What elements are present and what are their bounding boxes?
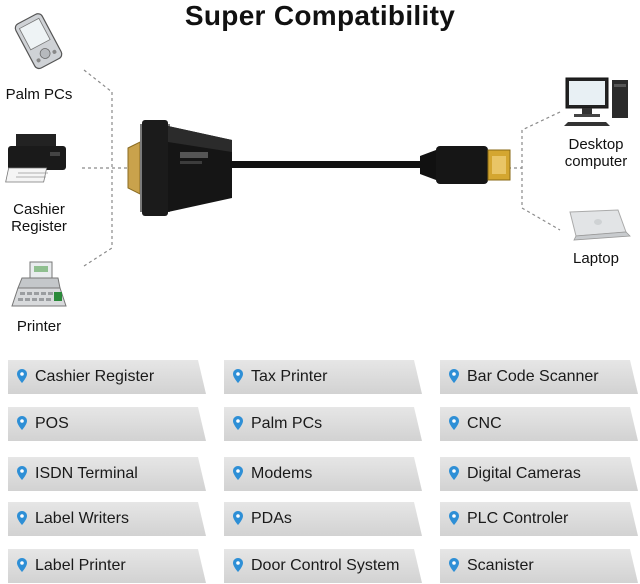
db9-connector bbox=[127, 120, 232, 216]
compat-item-label: Modems bbox=[251, 465, 313, 482]
device-label-palm-pcs: Palm PCs bbox=[5, 86, 73, 103]
compat-item-label: PDAs bbox=[251, 510, 292, 527]
compat-item: PDAs bbox=[224, 502, 422, 536]
device-label-printer: Printer bbox=[16, 318, 62, 335]
compat-item: Label Printer bbox=[8, 549, 206, 583]
compat-item: Modems bbox=[224, 457, 422, 491]
pda-icon bbox=[10, 12, 68, 72]
device-label-cashier-register: Cashier Register bbox=[11, 201, 67, 235]
compat-item-label: PLC Controler bbox=[467, 510, 569, 527]
location-pin-icon bbox=[17, 369, 27, 383]
compat-item-label: Label Printer bbox=[35, 557, 126, 574]
device-label-desktop-computer: Desktop computer bbox=[564, 136, 628, 170]
cashier-register-icon bbox=[4, 124, 74, 188]
compat-item-label: ISDN Terminal bbox=[35, 465, 138, 482]
compat-item-label: Palm PCs bbox=[251, 415, 323, 432]
location-pin-icon bbox=[449, 416, 459, 430]
compat-item: Tax Printer bbox=[224, 360, 422, 394]
location-pin-icon bbox=[17, 511, 27, 525]
compat-item: POS bbox=[8, 407, 206, 441]
compat-item: Door Control System bbox=[224, 549, 422, 583]
location-pin-icon bbox=[233, 369, 243, 383]
laptop-icon bbox=[560, 208, 634, 242]
printer-icon bbox=[8, 254, 70, 312]
compat-item-label: Door Control System bbox=[251, 557, 400, 574]
location-pin-icon bbox=[233, 558, 243, 572]
compat-item: Palm PCs bbox=[224, 407, 422, 441]
location-pin-icon bbox=[233, 466, 243, 480]
location-pin-icon bbox=[233, 511, 243, 525]
location-pin-icon bbox=[233, 416, 243, 430]
compat-item: Digital Cameras bbox=[440, 457, 638, 491]
compat-item-label: Cashier Register bbox=[35, 368, 155, 385]
location-pin-icon bbox=[449, 369, 459, 383]
usb-connector bbox=[420, 146, 511, 184]
compat-item-label: Scanister bbox=[467, 557, 534, 574]
compat-item: Bar Code Scanner bbox=[440, 360, 638, 394]
compat-item-label: Digital Cameras bbox=[467, 465, 581, 482]
compat-item: Label Writers bbox=[8, 502, 206, 536]
page-title: Super Compatibility bbox=[184, 0, 456, 31]
compat-item-label: Label Writers bbox=[35, 510, 129, 527]
location-pin-icon bbox=[17, 558, 27, 572]
location-pin-icon bbox=[449, 511, 459, 525]
connection-diagram bbox=[0, 60, 640, 290]
location-pin-icon bbox=[449, 558, 459, 572]
compat-item-label: POS bbox=[35, 415, 69, 432]
compat-item: Scanister bbox=[440, 549, 638, 583]
compat-item: Cashier Register bbox=[8, 360, 206, 394]
desktop-computer-icon bbox=[562, 74, 632, 126]
compat-item: ISDN Terminal bbox=[8, 457, 206, 491]
compat-item-label: Tax Printer bbox=[251, 368, 328, 385]
compat-item: CNC bbox=[440, 407, 638, 441]
location-pin-icon bbox=[17, 466, 27, 480]
compat-item-label: Bar Code Scanner bbox=[467, 368, 599, 385]
compat-item-label: CNC bbox=[467, 415, 502, 432]
location-pin-icon bbox=[449, 466, 459, 480]
location-pin-icon bbox=[17, 416, 27, 430]
compat-item: PLC Controler bbox=[440, 502, 638, 536]
device-label-laptop: Laptop bbox=[573, 250, 619, 267]
